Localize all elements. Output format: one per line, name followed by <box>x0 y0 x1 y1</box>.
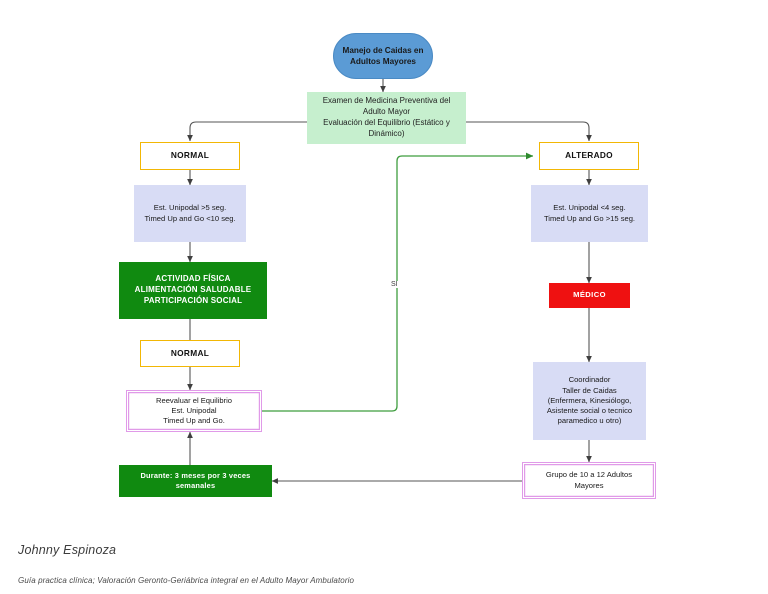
node-grupo[interactable]: Grupo de 10 a 12 Adultos Mayores <box>522 462 656 499</box>
node-criteria-normal[interactable]: Est. Unipodal >5 seg. Timed Up and Go <1… <box>134 185 246 242</box>
node-normal-top[interactable]: NORMAL <box>140 142 240 170</box>
node-reevaluar[interactable]: Reevaluar el Equilibrio Est. Unipodal Ti… <box>126 390 262 432</box>
node-start[interactable]: Manejo de Caidas en Adultos Mayores <box>333 33 433 79</box>
author-name: Johnny Espinoza <box>18 543 117 557</box>
document-subtitle: Guía practica clínica; Valoración Geront… <box>18 576 355 585</box>
edge-label-si: SI <box>390 281 399 288</box>
node-medico[interactable]: MÉDICO <box>549 283 630 308</box>
node-normal-bottom[interactable]: NORMAL <box>140 340 240 367</box>
node-criteria-alterado[interactable]: Est. Unipodal <4 seg. Timed Up and Go >1… <box>531 185 648 242</box>
node-coordinador[interactable]: Coordinador Taller de Caidas (Enfermera,… <box>533 362 646 440</box>
node-duracion[interactable]: Durante: 3 meses por 3 veces semanales <box>119 465 272 497</box>
node-exam[interactable]: Examen de Medicina Preventiva del Adulto… <box>307 92 466 144</box>
node-actividad-fisica[interactable]: ACTIVIDAD FÍSICA ALIMENTACIÓN SALUDABLE … <box>119 262 267 319</box>
node-alterado[interactable]: ALTERADO <box>539 142 639 170</box>
